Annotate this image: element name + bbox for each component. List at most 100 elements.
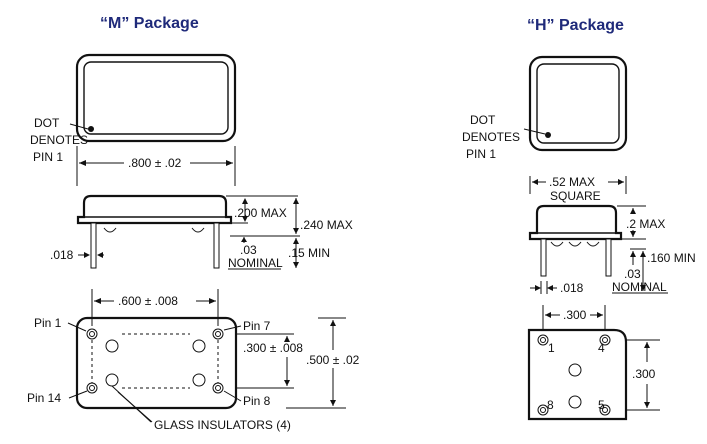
h-size-dim-2: SQUARE xyxy=(550,189,601,203)
h-side-pin-right xyxy=(605,238,612,277)
m-side-pin-left xyxy=(90,222,97,269)
m-pin-spacing-y-dim: .300 ± .008 xyxy=(243,341,303,355)
h-standoff-arrow xyxy=(630,251,636,257)
m-pin14-leader xyxy=(68,390,88,399)
h-size-arrow-left xyxy=(532,179,538,185)
h-height-arrow-bottom xyxy=(630,231,636,237)
h-pin-spacing-y-arrow-top xyxy=(644,342,650,348)
m-pin-spacing-x-arrow-left xyxy=(94,298,101,304)
h-pin-length-arrow-top xyxy=(640,251,646,257)
h-pin-spacing-x-dim: .300 xyxy=(563,308,587,322)
h-pin-num-5: 5 xyxy=(598,398,605,412)
m-side-pin-right xyxy=(213,222,220,269)
h-pin-diameter-arrow-left xyxy=(535,285,541,291)
m-width-arrow-left xyxy=(79,160,86,166)
m-dot-leader xyxy=(69,123,89,130)
m-pin1-dot xyxy=(88,126,94,132)
m-pin-spacing-x-arrow-right xyxy=(209,298,216,304)
h-pin-num-1: 1 xyxy=(548,341,555,355)
h-pin-8 xyxy=(537,404,549,416)
h-pin-5 xyxy=(599,404,611,416)
m-package: “M” Package DOT DENOTES PIN 1 .800 ± .02… xyxy=(27,15,360,432)
m-pin-diameter-arrow-right xyxy=(97,252,103,258)
h-pin-diameter-dim: .018 xyxy=(560,281,584,295)
h-standoff-dim: .03 xyxy=(624,267,641,281)
m-overall-y-arrow-bottom xyxy=(330,400,336,406)
m-bottom-view-outline xyxy=(75,316,238,410)
h-side-pin-left xyxy=(540,238,547,277)
m-pin-length-dim: .15 MIN xyxy=(288,246,330,260)
m-pin-14 xyxy=(86,382,98,394)
h-pin-length-arrow-bottom xyxy=(640,285,646,291)
h-insulator-bottom xyxy=(568,395,582,409)
m-width-dim: .800 ± .02 xyxy=(128,156,182,170)
m-pin-8 xyxy=(212,382,224,394)
h-height-dim: .2 MAX xyxy=(626,217,665,231)
m-total-height-arrow-bottom xyxy=(293,228,299,234)
m-pin-spacing-x-dim: .600 ± .008 xyxy=(118,294,178,308)
m-pin1-leader xyxy=(67,322,87,332)
h-size-dim-1: .52 MAX xyxy=(549,175,595,189)
h-top-view-outline xyxy=(528,55,628,152)
m-standoff-arrow xyxy=(241,237,247,242)
m-side-insulator-left xyxy=(103,227,117,233)
m-pin8-leader xyxy=(223,390,242,402)
m-side-view-body xyxy=(76,194,233,225)
h-side-insulator-1 xyxy=(550,241,564,247)
h-side-insulator-2 xyxy=(568,241,582,247)
m-overall-y-arrow-top xyxy=(330,320,336,326)
m-pin-length-arrow-bottom xyxy=(293,262,299,268)
m-pin-length-arrow-top xyxy=(293,238,299,244)
m-insulator-1 xyxy=(105,339,119,353)
m-dot-label-1: DOT xyxy=(34,116,60,130)
m-insulators-label: GLASS INSULATORS (4) xyxy=(154,418,291,432)
h-standoff-note: NOMINAL xyxy=(612,280,667,294)
m-pin7-label: Pin 7 xyxy=(243,319,271,333)
h-size-arrow-right xyxy=(618,179,624,185)
h-pin-1 xyxy=(537,334,549,346)
m-width-arrow-right xyxy=(226,160,233,166)
m-side-insulator-right xyxy=(191,227,205,233)
m-standoff-note: NOMINAL xyxy=(228,256,283,270)
h-pin1-dot xyxy=(545,132,551,138)
m-top-view-outline xyxy=(75,53,237,143)
h-package-title: “H” Package xyxy=(527,17,624,34)
m-insulator-4 xyxy=(192,373,206,387)
h-bottom-view-outline xyxy=(527,328,628,421)
h-dot-label-1: DOT xyxy=(470,113,496,127)
h-pin-spacing-x-arrow-right xyxy=(597,312,603,318)
m-pin1-label: Pin 1 xyxy=(34,316,62,330)
m-insulator-leader-2 xyxy=(117,391,153,423)
m-insulator-2 xyxy=(192,339,206,353)
m-total-height-arrow-top xyxy=(293,198,299,204)
h-pin-spacing-y-dim: .300 xyxy=(632,367,656,381)
m-pin7-leader xyxy=(223,325,242,331)
m-body-height-arrow-top xyxy=(242,198,248,204)
m-body-height-dim: .200 MAX xyxy=(234,206,287,220)
m-pin14-label: Pin 14 xyxy=(27,391,61,405)
m-pin-diameter-arrow-left xyxy=(84,252,90,258)
m-pin-diameter-dim: .018 xyxy=(50,248,74,262)
m-dot-label-3: PIN 1 xyxy=(33,150,63,164)
h-pin-4 xyxy=(599,334,611,346)
m-insulator-3 xyxy=(105,373,119,387)
h-insulator-center xyxy=(568,363,582,377)
h-pin-num-4: 4 xyxy=(598,341,605,355)
h-height-arrow-top xyxy=(630,208,636,214)
m-total-height-dim: .240 MAX xyxy=(300,218,353,232)
m-standoff-dim: .03 xyxy=(240,243,257,257)
h-top-view-inner xyxy=(536,63,620,144)
h-package: “H” Package DOT DENOTES PIN 1 .52 MAX SQ… xyxy=(462,17,696,421)
m-dot-label-2: DENOTES xyxy=(30,133,88,147)
m-pin8-label: Pin 8 xyxy=(243,394,271,408)
h-side-view-body xyxy=(528,204,623,241)
h-dot-leader xyxy=(523,128,546,135)
m-package-title: “M” Package xyxy=(100,15,199,32)
h-pin-spacing-y-arrow-bottom xyxy=(644,402,650,408)
m-pin-spacing-y-arrow-bottom xyxy=(284,380,290,386)
m-body-height-arrow-bottom xyxy=(242,216,248,222)
h-pin-num-8: 8 xyxy=(547,398,554,412)
h-dot-label-2: DENOTES xyxy=(462,130,520,144)
h-pin-spacing-x-arrow-left xyxy=(545,312,551,318)
h-pin-length-dim: .160 MIN xyxy=(647,251,696,265)
